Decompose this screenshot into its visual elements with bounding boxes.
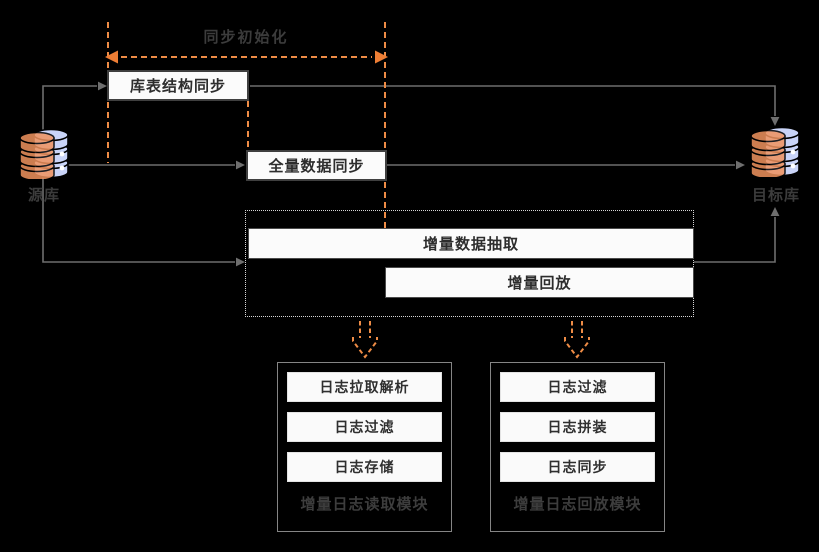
phase-label: 同步初始化 — [203, 29, 289, 46]
arrowhead-into-full — [236, 160, 245, 170]
arrowhead-into-target-bottom — [770, 207, 780, 216]
module-log-reader-title: 增量日志读取模块 — [300, 496, 429, 513]
target-database-label: 目标库 — [751, 187, 800, 204]
source-database-icon — [16, 127, 72, 184]
node-schema-sync: 库表结构同步 — [107, 70, 249, 101]
node-incremental-extract: 增量数据抽取 — [248, 228, 694, 259]
arrowhead-into-group — [236, 257, 245, 267]
module-feed-arrow-right — [564, 321, 590, 359]
module-log-replayer-title: 增量日志回放模块 — [513, 496, 642, 513]
step-log-assemble: 日志拼装 — [500, 412, 655, 442]
step-log-filter: 日志过滤 — [287, 412, 442, 442]
phase-arrowhead-right — [375, 50, 388, 64]
step-log-filter: 日志过滤 — [500, 372, 655, 402]
arrowhead-into-target-left — [736, 160, 745, 170]
schema-to-target-line — [250, 85, 776, 116]
step-log-pull-parse: 日志拉取解析 — [287, 372, 442, 402]
incremental-group-outline — [245, 210, 694, 317]
phase-arrowhead-left — [105, 50, 118, 64]
source-database-label: 源库 — [27, 187, 60, 204]
phase-range-arrowheads — [105, 50, 388, 64]
phase-guide-lines — [107, 22, 386, 228]
node-full-data-sync: 全量数据同步 — [246, 150, 387, 181]
step-log-sync: 日志同步 — [500, 452, 655, 482]
module-feed-arrow-left — [352, 321, 378, 359]
arrowhead-into-target-top — [770, 117, 780, 126]
replay-to-target-line — [694, 217, 776, 263]
node-incremental-replay: 增量回放 — [385, 267, 694, 298]
arrowhead-into-schema — [98, 81, 107, 91]
module-log-reader: 日志拉取解析 日志过滤 日志存储 增量日志读取模块 — [277, 362, 452, 532]
module-feed-arrows — [352, 321, 590, 359]
module-log-replayer: 日志过滤 日志拼装 日志同步 增量日志回放模块 — [490, 362, 665, 532]
target-database-icon — [747, 125, 803, 182]
step-log-store: 日志存储 — [287, 452, 442, 482]
flow-arrowheads — [98, 81, 780, 267]
